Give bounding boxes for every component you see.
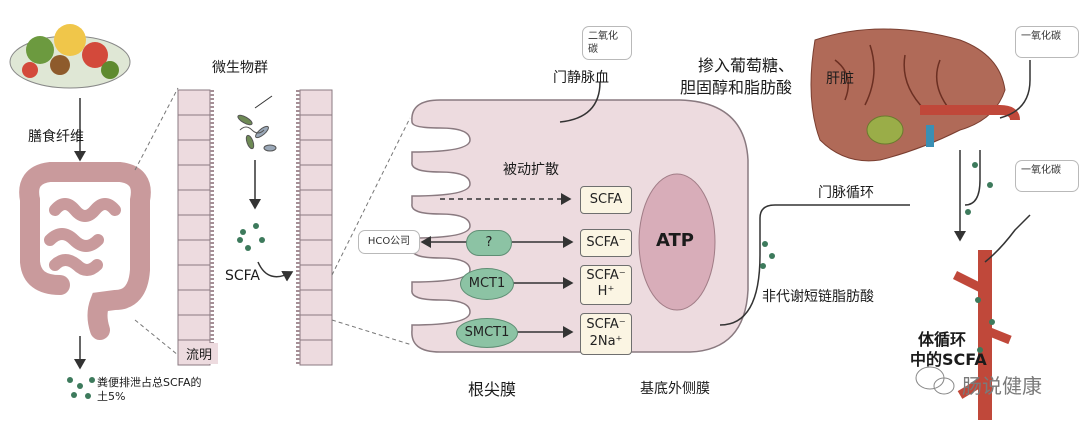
scfa-box-mct1-line1: SCFA⁻	[586, 268, 626, 283]
liver-label: 肝脏	[826, 71, 854, 87]
zoom-lines-right	[331, 117, 413, 346]
non-metabolized-scfa-label: 非代谢短链脂肪酸	[762, 289, 874, 305]
scfa-box-unknown: SCFA⁻	[580, 229, 632, 257]
systemic-co2-arrow	[984, 214, 1031, 263]
lumen-scfa-label: SCFA	[225, 268, 261, 284]
crypt-right-wall	[299, 89, 333, 366]
unknown-transporter: ?	[466, 230, 512, 256]
scfa-box-mct1: SCFA⁻ H⁺	[580, 265, 632, 305]
smct1-transporter: SMCT1	[456, 318, 518, 348]
lumen-label: 流明	[180, 343, 219, 364]
portal-blood-pointer	[559, 81, 601, 123]
crypt-left-wall	[177, 89, 211, 366]
colon-icon	[19, 162, 151, 340]
salad-bowl-icon	[9, 24, 131, 89]
microbes-icon	[237, 114, 277, 152]
wechat-icon	[915, 366, 955, 395]
liver-scfa-dots	[965, 162, 993, 215]
mct1-transporter: MCT1	[460, 268, 514, 300]
incorporation-label-line2: 胆固醇和脂肪酸	[680, 78, 793, 97]
excretion-label: 粪便排泄占总SCFA的土5%	[97, 376, 202, 403]
scfa-box-passive: SCFA	[580, 186, 632, 214]
systemic-scfa-dots	[975, 297, 995, 353]
portal-circulation-label: 门脉循环	[818, 185, 874, 201]
zoom-lines-left	[134, 87, 179, 356]
apical-membrane-label: 根尖膜	[468, 380, 517, 399]
lumen-scfa-dots	[237, 223, 265, 251]
atp-label: ATP	[656, 230, 695, 251]
excreted-scfa-dots	[67, 377, 95, 399]
scfa-box-smct1-line2: 2Na⁺	[589, 334, 623, 349]
microbiota-pointer	[254, 95, 273, 109]
systemic-label-line2: 中的SCFA	[910, 350, 987, 369]
scfa-box-smct1: SCFA⁻ 2Na⁺	[580, 313, 632, 355]
co2-callout-liver: 一氧化碳	[1015, 26, 1079, 58]
liver-icon	[810, 28, 1020, 162]
scfa-box-mct1-line2: H⁺	[597, 284, 615, 299]
microbiota-label: 微生物群	[212, 60, 268, 76]
incorporation-label-line1: 掺入葡萄糖、	[698, 56, 795, 75]
basolateral-membrane-label: 基底外侧膜	[640, 381, 710, 397]
liver-co2-arrow	[999, 60, 1031, 119]
watermark-text: 肠说健康	[962, 374, 1042, 398]
portal-circulation-line	[719, 204, 910, 326]
co2-callout-systemic: 一氧化碳	[1015, 160, 1079, 192]
liver-return-line	[964, 150, 981, 206]
uptake-arrow	[257, 261, 294, 282]
passive-diffusion-label: 被动扩散	[503, 162, 559, 178]
hco-callout: HCO公司	[358, 230, 420, 254]
portal-blood-label: 门静脉血	[553, 70, 609, 86]
portal-scfa-dots	[760, 241, 775, 269]
co2-callout-portal: 二氧化碳	[582, 26, 632, 60]
systemic-vessel-icon	[952, 250, 1012, 420]
systemic-label-line1: 体循环	[918, 330, 967, 349]
scfa-box-smct1-line1: SCFA⁻	[586, 317, 626, 332]
dietary-fiber-label: 膳食纤维	[28, 129, 84, 145]
